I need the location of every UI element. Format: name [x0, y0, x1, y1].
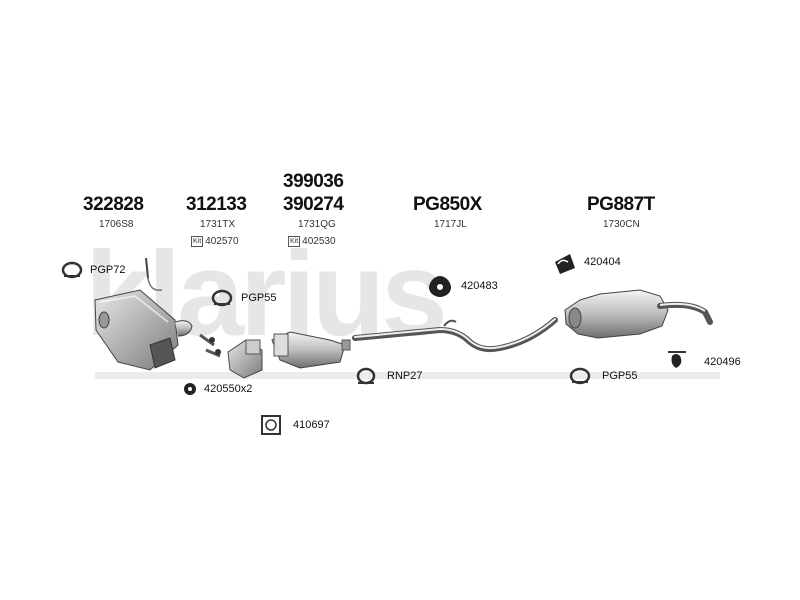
oe-number-1717jl: 1717JL	[434, 219, 467, 230]
hanger-420496-icon	[668, 351, 686, 368]
gasket-410697-icon	[261, 415, 281, 435]
nut-420550-icon	[184, 383, 196, 395]
label-pgp55: PGP55	[241, 292, 277, 304]
kit-number: 402530	[302, 236, 336, 247]
oe-number-1730cn: 1730CN	[603, 219, 640, 230]
rnp27-clamp-icon	[356, 367, 376, 385]
oe-number-1731tx: 1731TX	[200, 219, 236, 230]
lambda-sensor-icon	[145, 257, 163, 291]
bolt-set-icon	[199, 333, 221, 358]
kit-number: 402570	[205, 236, 239, 247]
part-number-312133: 312133	[186, 194, 247, 215]
part-number-390274: 390274	[283, 194, 344, 215]
kit-402530: Kit 402530	[288, 236, 336, 247]
kit-badge: Kit	[288, 236, 301, 247]
dpf-312133-icon	[227, 339, 263, 379]
label-pgp55-2: PGP55	[602, 370, 638, 382]
catalyst-322828-icon	[94, 289, 193, 371]
label-420483: 420483	[461, 280, 498, 292]
label-410697: 410697	[293, 419, 330, 431]
middle-pipe-pg850x-icon	[352, 317, 558, 353]
pgp55-clamp-icon	[211, 289, 233, 307]
rear-silencer-pg887t-icon	[564, 289, 713, 339]
kit-402570: Kit 402570	[191, 236, 239, 247]
oe-number-1731qg: 1731QG	[298, 219, 336, 230]
part-number-pg887t: PG887T	[587, 194, 655, 215]
pgp72-clamp-icon	[61, 261, 83, 279]
part-number-pg850x: PG850X	[413, 194, 482, 215]
part-number-399036: 399036	[283, 171, 344, 192]
oe-number-1706s8: 1706S8	[99, 219, 134, 230]
rubber-mount-420483-icon	[429, 276, 451, 297]
part-number-322828: 322828	[83, 194, 144, 215]
label-420496: 420496	[704, 356, 741, 368]
label-420404: 420404	[584, 256, 621, 268]
kit-badge: Kit	[191, 236, 204, 247]
label-rnp27: RNP27	[387, 370, 423, 382]
dpf-399036-icon	[271, 331, 351, 369]
pgp55-clamp-2-icon	[569, 367, 591, 385]
label-pgp72: PGP72	[90, 264, 126, 276]
rubber-mount-420404-icon	[555, 254, 575, 274]
label-420550x2: 420550x2	[204, 383, 253, 395]
watermark-bar	[95, 372, 720, 379]
